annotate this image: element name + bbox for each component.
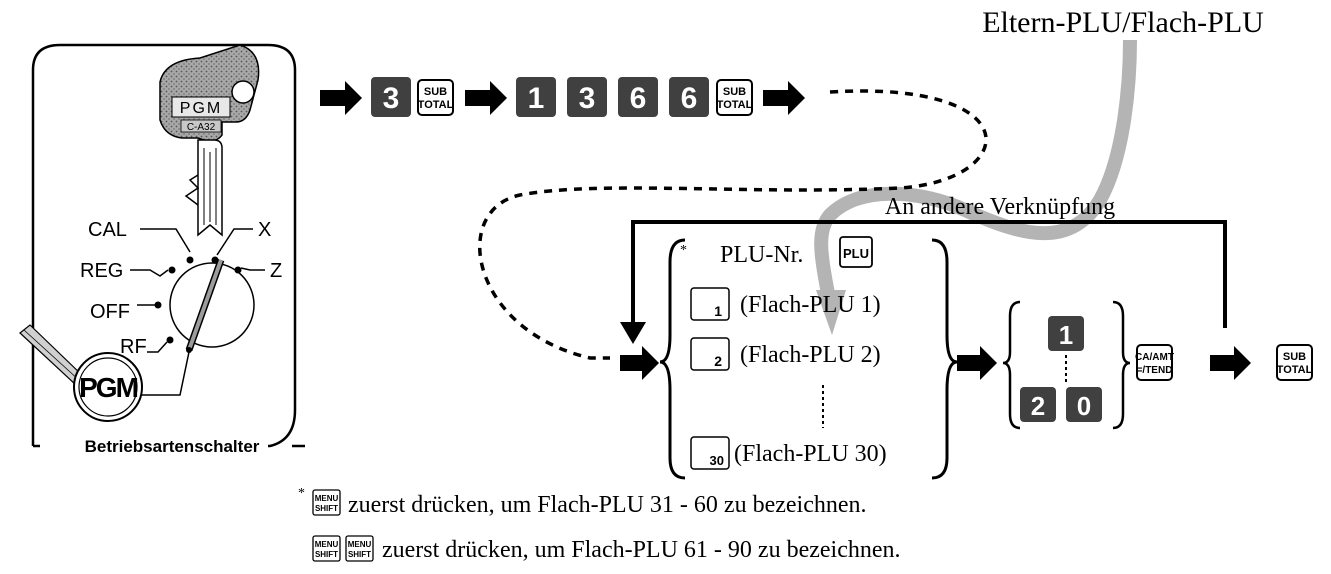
svg-text:1: 1 xyxy=(528,82,545,115)
left-brace-range xyxy=(1002,300,1021,430)
svg-text:3: 3 xyxy=(579,82,596,115)
note-line-1: zuerst drücken, um Flach-PLU 31 - 60 zu … xyxy=(348,492,867,518)
note-asterisk: * xyxy=(298,486,305,501)
parent-plu-label: Eltern-PLU/Flach-PLU xyxy=(982,6,1264,39)
pgm-key-icon: PGM C-A32 xyxy=(159,44,260,237)
range-key-0: 0 xyxy=(1066,387,1102,422)
svg-text:TOTAL: TOTAL xyxy=(717,99,753,111)
svg-text:0: 0 xyxy=(1077,391,1091,421)
svg-text:SUB: SUB xyxy=(424,86,447,98)
svg-text:=/TEND: =/TEND xyxy=(1137,365,1173,376)
pgm-position-icon: PGM xyxy=(19,324,143,422)
flow-arrow-3 xyxy=(763,81,805,115)
flow-arrow-4 xyxy=(620,346,659,380)
svg-text:6: 6 xyxy=(681,82,698,115)
subtotal-key-1: SUB TOTAL xyxy=(417,79,454,116)
key-1: 1 xyxy=(516,77,556,117)
svg-text:(Flach-PLU 1): (Flach-PLU 1) xyxy=(740,292,881,318)
range-key-1: 1 xyxy=(1048,316,1084,351)
flow-arrow-2 xyxy=(465,81,507,115)
key-6b: 6 xyxy=(669,77,709,117)
svg-text:(Flach-PLU 30): (Flach-PLU 30) xyxy=(734,441,887,467)
left-brace-plu xyxy=(659,238,686,480)
flow-arrow-1 xyxy=(320,81,362,115)
right-brace-plu xyxy=(931,238,958,480)
parent-plu-flow-arrow xyxy=(814,39,1137,335)
flow-arrow-6 xyxy=(1210,346,1251,380)
key-3: 3 xyxy=(371,77,411,117)
svg-text:1: 1 xyxy=(1059,320,1073,350)
mode-label-off: OFF xyxy=(90,301,130,323)
ca-amt-tend-key: CA/AMT =/TEND xyxy=(1135,344,1174,381)
svg-text:MENU: MENU xyxy=(348,540,372,549)
svg-text:30: 30 xyxy=(710,453,724,468)
svg-text:SHIFT: SHIFT xyxy=(315,504,338,513)
key-3b: 3 xyxy=(567,77,607,117)
svg-text:CA/AMT: CA/AMT xyxy=(1135,352,1174,363)
svg-text:TOTAL: TOTAL xyxy=(418,99,454,111)
menu-shift-key-1: MENU SHIFT xyxy=(312,489,341,516)
mode-dial xyxy=(169,262,255,348)
svg-text:2: 2 xyxy=(714,353,722,369)
loop-label: An andere Verknüpfung xyxy=(885,194,1115,220)
subtotal-key-2: SUB TOTAL xyxy=(716,79,753,116)
svg-text:PLU: PLU xyxy=(843,246,869,261)
svg-text:MENU: MENU xyxy=(315,540,339,549)
svg-text:SUB: SUB xyxy=(1283,351,1306,363)
mode-label-reg: REG xyxy=(80,260,123,282)
flat-plu-item-2: 2 (Flach-PLU 2) xyxy=(690,337,881,371)
svg-text:SUB: SUB xyxy=(723,86,746,98)
svg-text:(Flach-PLU 2): (Flach-PLU 2) xyxy=(740,342,881,368)
right-brace-range xyxy=(1112,300,1131,430)
range-key-2: 2 xyxy=(1020,387,1056,422)
loop-back-line xyxy=(620,220,1227,344)
plu-key: PLU xyxy=(839,236,873,268)
subtotal-key-end: SUB TOTAL xyxy=(1276,344,1313,381)
menu-shift-key-3: MENU SHIFT xyxy=(345,535,374,562)
pgm-label: PGM xyxy=(79,372,137,403)
flow-arrow-5 xyxy=(957,346,997,380)
key-6: 6 xyxy=(618,77,658,117)
note-line-2: zuerst drücken, um Flach-PLU 61 - 90 zu … xyxy=(382,537,901,563)
mode-switch-panel: Betriebsartenschalter PGM C-A32 CAL REG xyxy=(19,43,305,456)
svg-text:TOTAL: TOTAL xyxy=(1277,364,1313,376)
mode-label-x: X xyxy=(258,219,271,241)
svg-text:SHIFT: SHIFT xyxy=(348,550,371,559)
svg-text:2: 2 xyxy=(1031,391,1045,421)
menu-shift-key-2: MENU SHIFT xyxy=(312,535,341,562)
svg-text:SHIFT: SHIFT xyxy=(315,550,338,559)
asterisk-marker: * xyxy=(680,243,687,258)
key-model: C-A32 xyxy=(187,122,216,133)
flat-plu-item-1: 1 (Flach-PLU 1) xyxy=(690,287,881,321)
key-label: PGM xyxy=(180,100,222,117)
svg-text:3: 3 xyxy=(383,82,400,115)
svg-text:1: 1 xyxy=(714,303,722,319)
mode-label-cal: CAL xyxy=(88,219,127,241)
flat-plu-item-30: 30 (Flach-PLU 30) xyxy=(690,436,887,470)
mode-label-z: Z xyxy=(270,260,282,282)
mode-label-rf: RF xyxy=(120,336,147,358)
svg-text:MENU: MENU xyxy=(315,494,339,503)
dashed-connector xyxy=(478,89,988,360)
switch-caption: Betriebsartenschalter xyxy=(85,437,260,456)
svg-text:6: 6 xyxy=(630,82,647,115)
top-sequence: 3 SUB TOTAL 1 3 6 6 SUB TOTAL xyxy=(320,77,805,117)
plu-header: PLU-Nr. xyxy=(720,242,803,268)
